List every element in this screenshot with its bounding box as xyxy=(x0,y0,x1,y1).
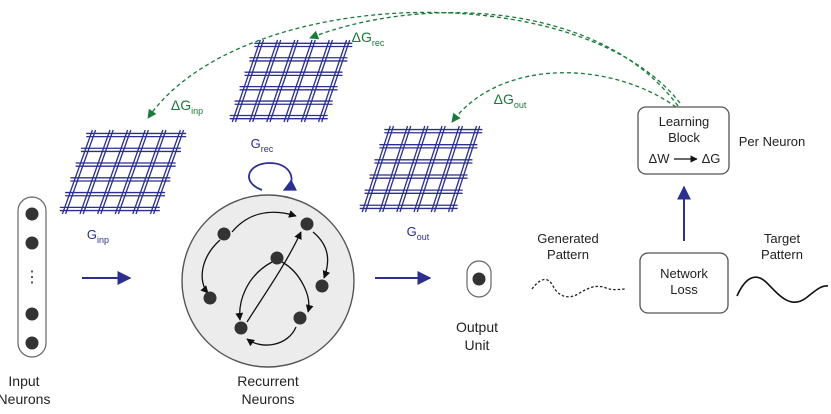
recurrent-neurons-label-line2: Neurons xyxy=(242,391,295,407)
input-neurons-label-line1: Input xyxy=(8,373,39,389)
recurrent-neurons-label-line1: Recurrent xyxy=(237,373,299,389)
input-neurons-group: ⋮ xyxy=(17,196,47,358)
learning-block-box xyxy=(637,106,730,175)
grid-line xyxy=(152,129,185,215)
grid-line xyxy=(364,125,395,213)
grid-line xyxy=(96,129,129,215)
network-loss-label-line2: Loss xyxy=(670,282,698,297)
target-pattern-label-line1: Target xyxy=(764,231,801,246)
learning-block-dg: ΔG xyxy=(702,151,721,166)
output-unit-label-line2: Unit xyxy=(465,337,490,353)
g-inp-label: Ginp xyxy=(87,227,109,245)
g-out-label: Gout xyxy=(407,224,430,242)
recurrent-neuron xyxy=(270,251,284,265)
grid-line xyxy=(149,129,182,215)
grid-line xyxy=(382,125,412,213)
grid-line xyxy=(361,125,391,213)
output-neuron xyxy=(472,272,486,286)
recurrent-neuron xyxy=(293,311,307,325)
grid-line xyxy=(447,125,478,213)
target-pattern-label-line2: Pattern xyxy=(761,247,803,262)
recurrent-neuron xyxy=(315,279,329,293)
grid-line xyxy=(231,39,261,123)
input-neurons-container xyxy=(17,196,47,358)
grid-line xyxy=(132,129,164,215)
recurrent-pool-circle xyxy=(181,194,355,368)
dg-rec-label: ΔGrec xyxy=(352,29,385,48)
grid-line xyxy=(286,39,316,123)
recurrent-connection-arrow xyxy=(281,261,314,313)
grid-line xyxy=(135,129,167,215)
grid-line xyxy=(303,39,334,123)
input-neuron xyxy=(25,307,39,321)
grid-line xyxy=(82,129,114,215)
input-neuron xyxy=(25,236,39,250)
recurrent-connection-arrow xyxy=(231,210,297,233)
recurrent-neuron xyxy=(217,227,231,241)
grid-line xyxy=(451,125,481,213)
recurrent-connection-arrow xyxy=(312,231,331,279)
recurrent-connection-arrow xyxy=(200,239,221,294)
grid-line xyxy=(430,125,460,213)
input-neuron xyxy=(25,336,39,350)
learning-block-label-line1: Learning xyxy=(659,114,710,129)
grid-line xyxy=(317,39,348,123)
learning-block-dw: ΔW xyxy=(649,151,671,166)
input-weight-grid xyxy=(59,129,187,215)
dg-inp-feedback-arrow xyxy=(147,11,681,119)
dg-rec-feedback-arrow xyxy=(309,12,679,107)
recurrent-neuron xyxy=(234,321,248,335)
grid-line xyxy=(396,125,426,213)
grid-line xyxy=(433,125,464,213)
grid-line xyxy=(399,125,429,213)
grid-line xyxy=(321,39,351,123)
target-pattern-wave xyxy=(736,276,829,304)
dg-out-feedback-arrow xyxy=(451,72,677,123)
grid-line xyxy=(283,39,313,123)
grid-line xyxy=(252,39,282,123)
grid-line xyxy=(100,129,132,215)
grid-line xyxy=(413,125,443,213)
grid-line xyxy=(269,39,299,123)
grid-line xyxy=(79,129,111,215)
recurrent-connection-arrow xyxy=(246,326,297,347)
recurrent-connection-arrow xyxy=(246,231,302,323)
self-loop-arrow xyxy=(248,162,297,191)
recurrent-connection-arrow xyxy=(235,261,273,321)
grid-line xyxy=(416,125,446,213)
generated-pattern-label-line2: Pattern xyxy=(547,247,589,262)
grid-line xyxy=(64,129,97,215)
recurrent-weight-grid xyxy=(229,39,353,123)
dg-out-label: ΔGout xyxy=(494,91,527,110)
generated-pattern-wave xyxy=(531,278,627,298)
output-weight-grid xyxy=(359,125,483,213)
recurrent-pool xyxy=(181,162,355,368)
grid-line xyxy=(114,129,146,215)
recurrent-neuron xyxy=(300,217,314,231)
network-loss-label-line1: Network xyxy=(660,266,708,281)
input-neuron xyxy=(25,207,39,221)
grid-line xyxy=(234,39,265,123)
input-neurons-label-line2: Neurons xyxy=(0,391,50,407)
grid-line xyxy=(61,129,94,215)
grid-line xyxy=(378,125,409,213)
grid-line xyxy=(300,39,330,123)
input-ellipsis: ⋮ xyxy=(24,269,40,286)
generated-pattern-label-line1: Generated xyxy=(537,231,598,246)
dg-inp-label: ΔGinp xyxy=(171,97,203,116)
per-neuron-label: Per Neuron xyxy=(739,134,805,149)
grid-line xyxy=(248,39,279,123)
learning-block-label-line2: Block xyxy=(668,130,700,145)
grid-line xyxy=(266,39,296,123)
network-loss-box xyxy=(639,252,729,314)
grid-line xyxy=(117,129,150,215)
g-rec-label: Grec xyxy=(251,136,274,154)
recurrent-neuron xyxy=(203,291,217,305)
output-unit-label-line1: Output xyxy=(456,319,498,335)
